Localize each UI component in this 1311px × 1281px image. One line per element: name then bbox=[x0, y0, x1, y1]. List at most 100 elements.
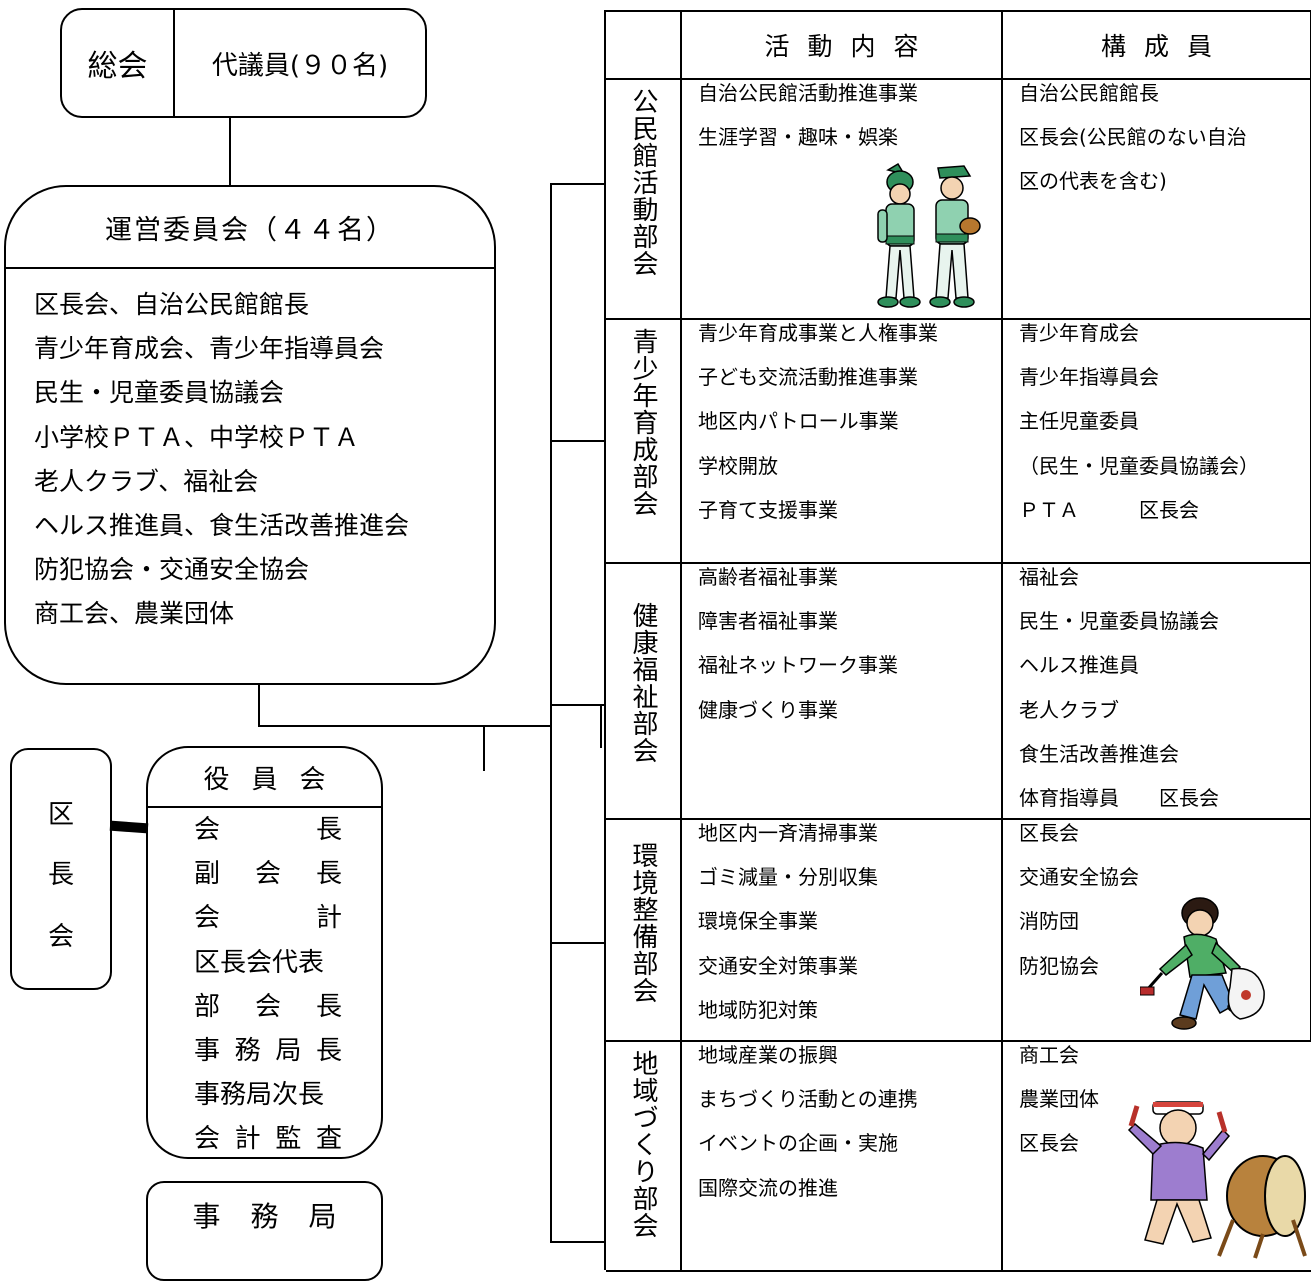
activity-item: 交通安全対策事業 bbox=[698, 953, 858, 978]
division-cell: 青少年育成部会 bbox=[606, 320, 682, 564]
division-cell: 健康福祉部会 bbox=[606, 564, 682, 820]
steering-committee-title: 運営委員会（４４名） bbox=[6, 187, 494, 269]
activity-item: 青少年育成事業と人権事業 bbox=[698, 321, 938, 345]
member-item: 老人クラブ bbox=[1019, 697, 1119, 722]
activity-item: 福祉ネットワーク事業 bbox=[698, 653, 898, 678]
member-item: 区長会 bbox=[1019, 821, 1079, 845]
activity-item: 高齢者福祉事業 bbox=[698, 565, 838, 589]
activities-cell: 高齢者福祉事業 障害者福祉事業 福祉ネットワーク事業 健康づくり事業 bbox=[682, 564, 1003, 820]
connector-line bbox=[600, 704, 602, 748]
officer-role: 会計 bbox=[194, 903, 342, 934]
officer-role: 会長 bbox=[194, 815, 342, 845]
member-item: 青少年育成会 bbox=[1019, 321, 1139, 345]
activity-item: 障害者福祉事業 bbox=[698, 609, 838, 634]
division-cell: 公民館活動部会 bbox=[606, 80, 682, 320]
connector-line bbox=[258, 685, 260, 727]
steering-member: 小学校ＰＴＡ、中学校ＰＴＡ bbox=[34, 422, 360, 452]
connector-line bbox=[109, 820, 149, 834]
district-council-char: 区 bbox=[47, 800, 74, 830]
taiko-drummer-illustration bbox=[1127, 1101, 1307, 1259]
officer-role: 事務局長 bbox=[194, 1036, 342, 1067]
steering-member: 防犯協会・交通安全協会 bbox=[34, 555, 310, 585]
connector-line bbox=[550, 183, 552, 1243]
member-item: 民生・児童委員協議会 bbox=[1019, 609, 1219, 634]
officers-box: 役員会 会長 副会長 会計 区長会代表 部会長 事務局長 事務局次長 会計監査 bbox=[146, 746, 383, 1159]
members-cell: 青少年育成会 青少年指導員会 主任児童委員 （民生・児童委員協議会） ＰＴＡ 区… bbox=[1003, 320, 1311, 564]
connector-line bbox=[550, 942, 606, 944]
member-item: 商工会 bbox=[1019, 1043, 1079, 1067]
activities-cell: 青少年育成事業と人権事業 子ども交流活動推進事業 地区内パトロール事業 学校開放… bbox=[682, 320, 1003, 564]
member-item: 区の代表を含む) bbox=[1019, 169, 1167, 194]
members-cell: 福祉会 民生・児童委員協議会 ヘルス推進員 老人クラブ 食生活改善推進会 体育指… bbox=[1003, 564, 1311, 820]
activity-item: 自治公民館活動推進事業 bbox=[698, 81, 918, 105]
connector-line bbox=[550, 440, 606, 442]
activities-cell: 地区内一斉清掃事業 ゴミ減量・分別収集 環境保全事業 交通安全対策事業 地域防犯… bbox=[682, 820, 1003, 1042]
officers-list: 会長 副会長 会計 区長会代表 部会長 事務局長 事務局次長 会計監査 bbox=[194, 808, 342, 1162]
officer-role: 副会長 bbox=[194, 859, 342, 890]
member-item: 自治公民館館長 bbox=[1019, 81, 1159, 105]
activity-item: 地区内パトロール事業 bbox=[698, 409, 899, 434]
cleanup-person-illustration bbox=[1140, 897, 1265, 1030]
district-council-char: 会 bbox=[47, 922, 74, 952]
activity-item: まちづくり活動との連携 bbox=[698, 1087, 918, 1112]
division-cell: 地域づくり部会 bbox=[606, 1042, 682, 1272]
officer-role: 会計監査 bbox=[194, 1124, 342, 1155]
officer-role: 部会長 bbox=[194, 991, 342, 1022]
member-item: 食生活改善推進会 bbox=[1019, 741, 1179, 766]
member-item: 交通安全協会 bbox=[1019, 865, 1139, 890]
member-item: ヘルス推進員 bbox=[1019, 653, 1139, 678]
member-item: 防犯協会 bbox=[1019, 953, 1099, 978]
members-cell: 自治公民館館長 区長会(公民館のない自治 区の代表を含む) bbox=[1003, 80, 1311, 320]
district-council-char: 長 bbox=[47, 860, 74, 890]
officers-title: 役員会 bbox=[148, 748, 381, 808]
member-item: ＰＴＡ 区長会 bbox=[1019, 497, 1199, 522]
member-item: 区長会(公民館のない自治 bbox=[1019, 125, 1247, 150]
activity-item: 子育て支援事業 bbox=[698, 497, 838, 522]
member-item: 体育指導員 区長会 bbox=[1019, 785, 1219, 810]
activity-item: ゴミ減量・分別収集 bbox=[698, 865, 878, 890]
secretariat-label: 事務局 bbox=[192, 1200, 367, 1233]
officer-role: 事務局次長 bbox=[194, 1080, 325, 1111]
officer-role: 区長会代表 bbox=[194, 947, 325, 978]
steering-member: 民生・児童委員協議会 bbox=[34, 378, 285, 408]
activity-item: 地域防犯対策 bbox=[698, 997, 818, 1022]
general-assembly-label: 総会 bbox=[87, 49, 148, 84]
activity-item: 健康づくり事業 bbox=[698, 697, 838, 722]
connector-line bbox=[483, 725, 485, 771]
member-item: （民生・児童委員協議会） bbox=[1019, 453, 1259, 478]
division-cell: 環境整備部会 bbox=[606, 820, 682, 1042]
activity-item: イベントの企画・実施 bbox=[698, 1131, 898, 1156]
steering-member: 青少年育成会、青少年指導員会 bbox=[34, 334, 385, 364]
steering-member: 商工会、農業団体 bbox=[34, 599, 235, 629]
header-members: 構成員 bbox=[1003, 12, 1311, 80]
connector-line bbox=[550, 183, 606, 185]
baseball-players-illustration bbox=[877, 162, 981, 308]
steering-committee-box: 運営委員会（４４名） 区長会、自治公民館館長 青少年育成会、青少年指導員会 民生… bbox=[4, 185, 496, 685]
steering-member: 老人クラブ、福祉会 bbox=[34, 466, 259, 496]
activity-item: 地区内一斉清掃事業 bbox=[698, 821, 878, 845]
divisions-table: 活動内容 構成員 公民館活動部会 自治公民館活動推進事業 生涯学習・趣味・娯楽 … bbox=[604, 10, 1311, 1272]
connector-line bbox=[550, 704, 606, 706]
general-assembly-box: 総会 代議員(９０名) bbox=[60, 8, 427, 118]
member-item: 福祉会 bbox=[1019, 565, 1079, 589]
member-item: 主任児童委員 bbox=[1019, 409, 1139, 434]
steering-member: ヘルス推進員、食生活改善推進会 bbox=[34, 511, 410, 541]
activities-cell: 地域産業の振興 まちづくり活動との連携 イベントの企画・実施 国際交流の推進 bbox=[682, 1042, 1003, 1272]
member-item: 青少年指導員会 bbox=[1019, 365, 1159, 390]
member-item: 区長会 bbox=[1019, 1131, 1079, 1156]
delegates-label: 代議員(９０名) bbox=[211, 50, 389, 81]
activity-item: 子ども交流活動推進事業 bbox=[698, 365, 918, 390]
header-activities: 活動内容 bbox=[682, 12, 1003, 80]
member-item: 農業団体 bbox=[1019, 1087, 1099, 1112]
table-corner-cell bbox=[606, 12, 682, 80]
district-council-box: 区 長 会 bbox=[10, 748, 112, 990]
activity-item: 環境保全事業 bbox=[698, 909, 818, 934]
members-cell: 区長会 交通安全協会 消防団 防犯協会 bbox=[1003, 820, 1311, 1042]
activity-item: 学校開放 bbox=[698, 453, 778, 478]
activity-item: 生涯学習・趣味・娯楽 bbox=[698, 125, 898, 150]
activities-cell: 自治公民館活動推進事業 生涯学習・趣味・娯楽 bbox=[682, 80, 1003, 320]
activity-item: 地域産業の振興 bbox=[698, 1043, 838, 1067]
member-item: 消防団 bbox=[1019, 909, 1079, 934]
steering-committee-members: 区長会、自治公民館館長 青少年育成会、青少年指導員会 民生・児童委員協議会 小学… bbox=[34, 283, 409, 637]
steering-member: 区長会、自治公民館館長 bbox=[34, 290, 310, 319]
